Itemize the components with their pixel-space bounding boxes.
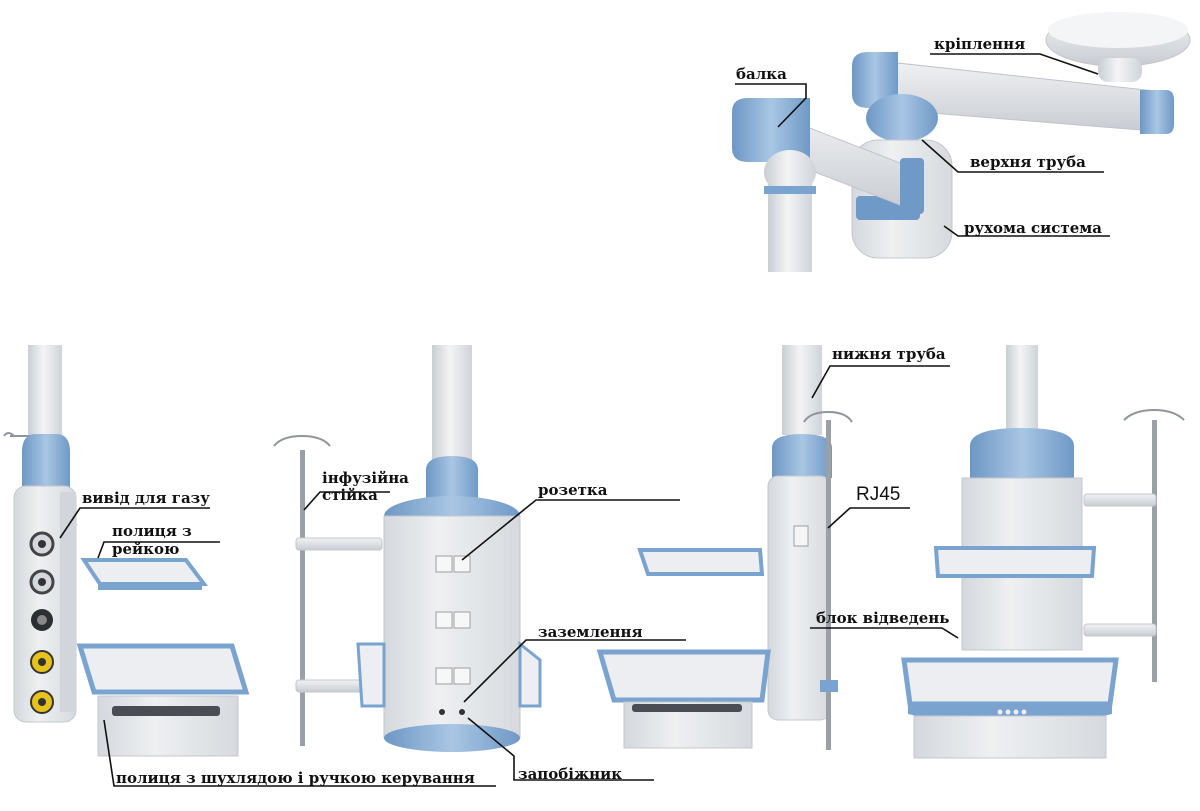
- unit-front-column: [901, 345, 1185, 759]
- label-moving-system: рухома система: [964, 219, 1102, 237]
- label-lower-tube: нижня труба: [832, 345, 946, 363]
- label-drawer-shelf: полиця з шухлядою і ручкою керування: [116, 769, 475, 787]
- label-beam: балка: [736, 65, 787, 83]
- unit-gas-column: [3, 345, 250, 757]
- label-infusion-stand-line1: інфузійна: [322, 469, 409, 487]
- label-socket: розетка: [538, 481, 608, 499]
- label-rail-shelf-line2: рейкою: [112, 540, 180, 558]
- unit-side-column: [596, 345, 853, 750]
- label-infusion-stand-line2: стійка: [322, 486, 378, 504]
- label-rail-shelf-line1: полиця з: [112, 522, 192, 540]
- leader-lines: [59, 53, 1110, 787]
- ceiling-arm-assembly: [732, 12, 1191, 272]
- label-gas-outlet: вивід для газу: [82, 489, 210, 507]
- label-grounding: заземлення: [538, 623, 643, 641]
- label-upper-tube: верхня труба: [970, 153, 1086, 171]
- label-mount: кріплення: [934, 35, 1026, 53]
- label-rj45: RJ45: [856, 484, 901, 505]
- label-fuse: запобіжник: [518, 765, 623, 783]
- label-branch-block: блок відведень: [816, 609, 950, 627]
- unit-round-column: [273, 345, 542, 752]
